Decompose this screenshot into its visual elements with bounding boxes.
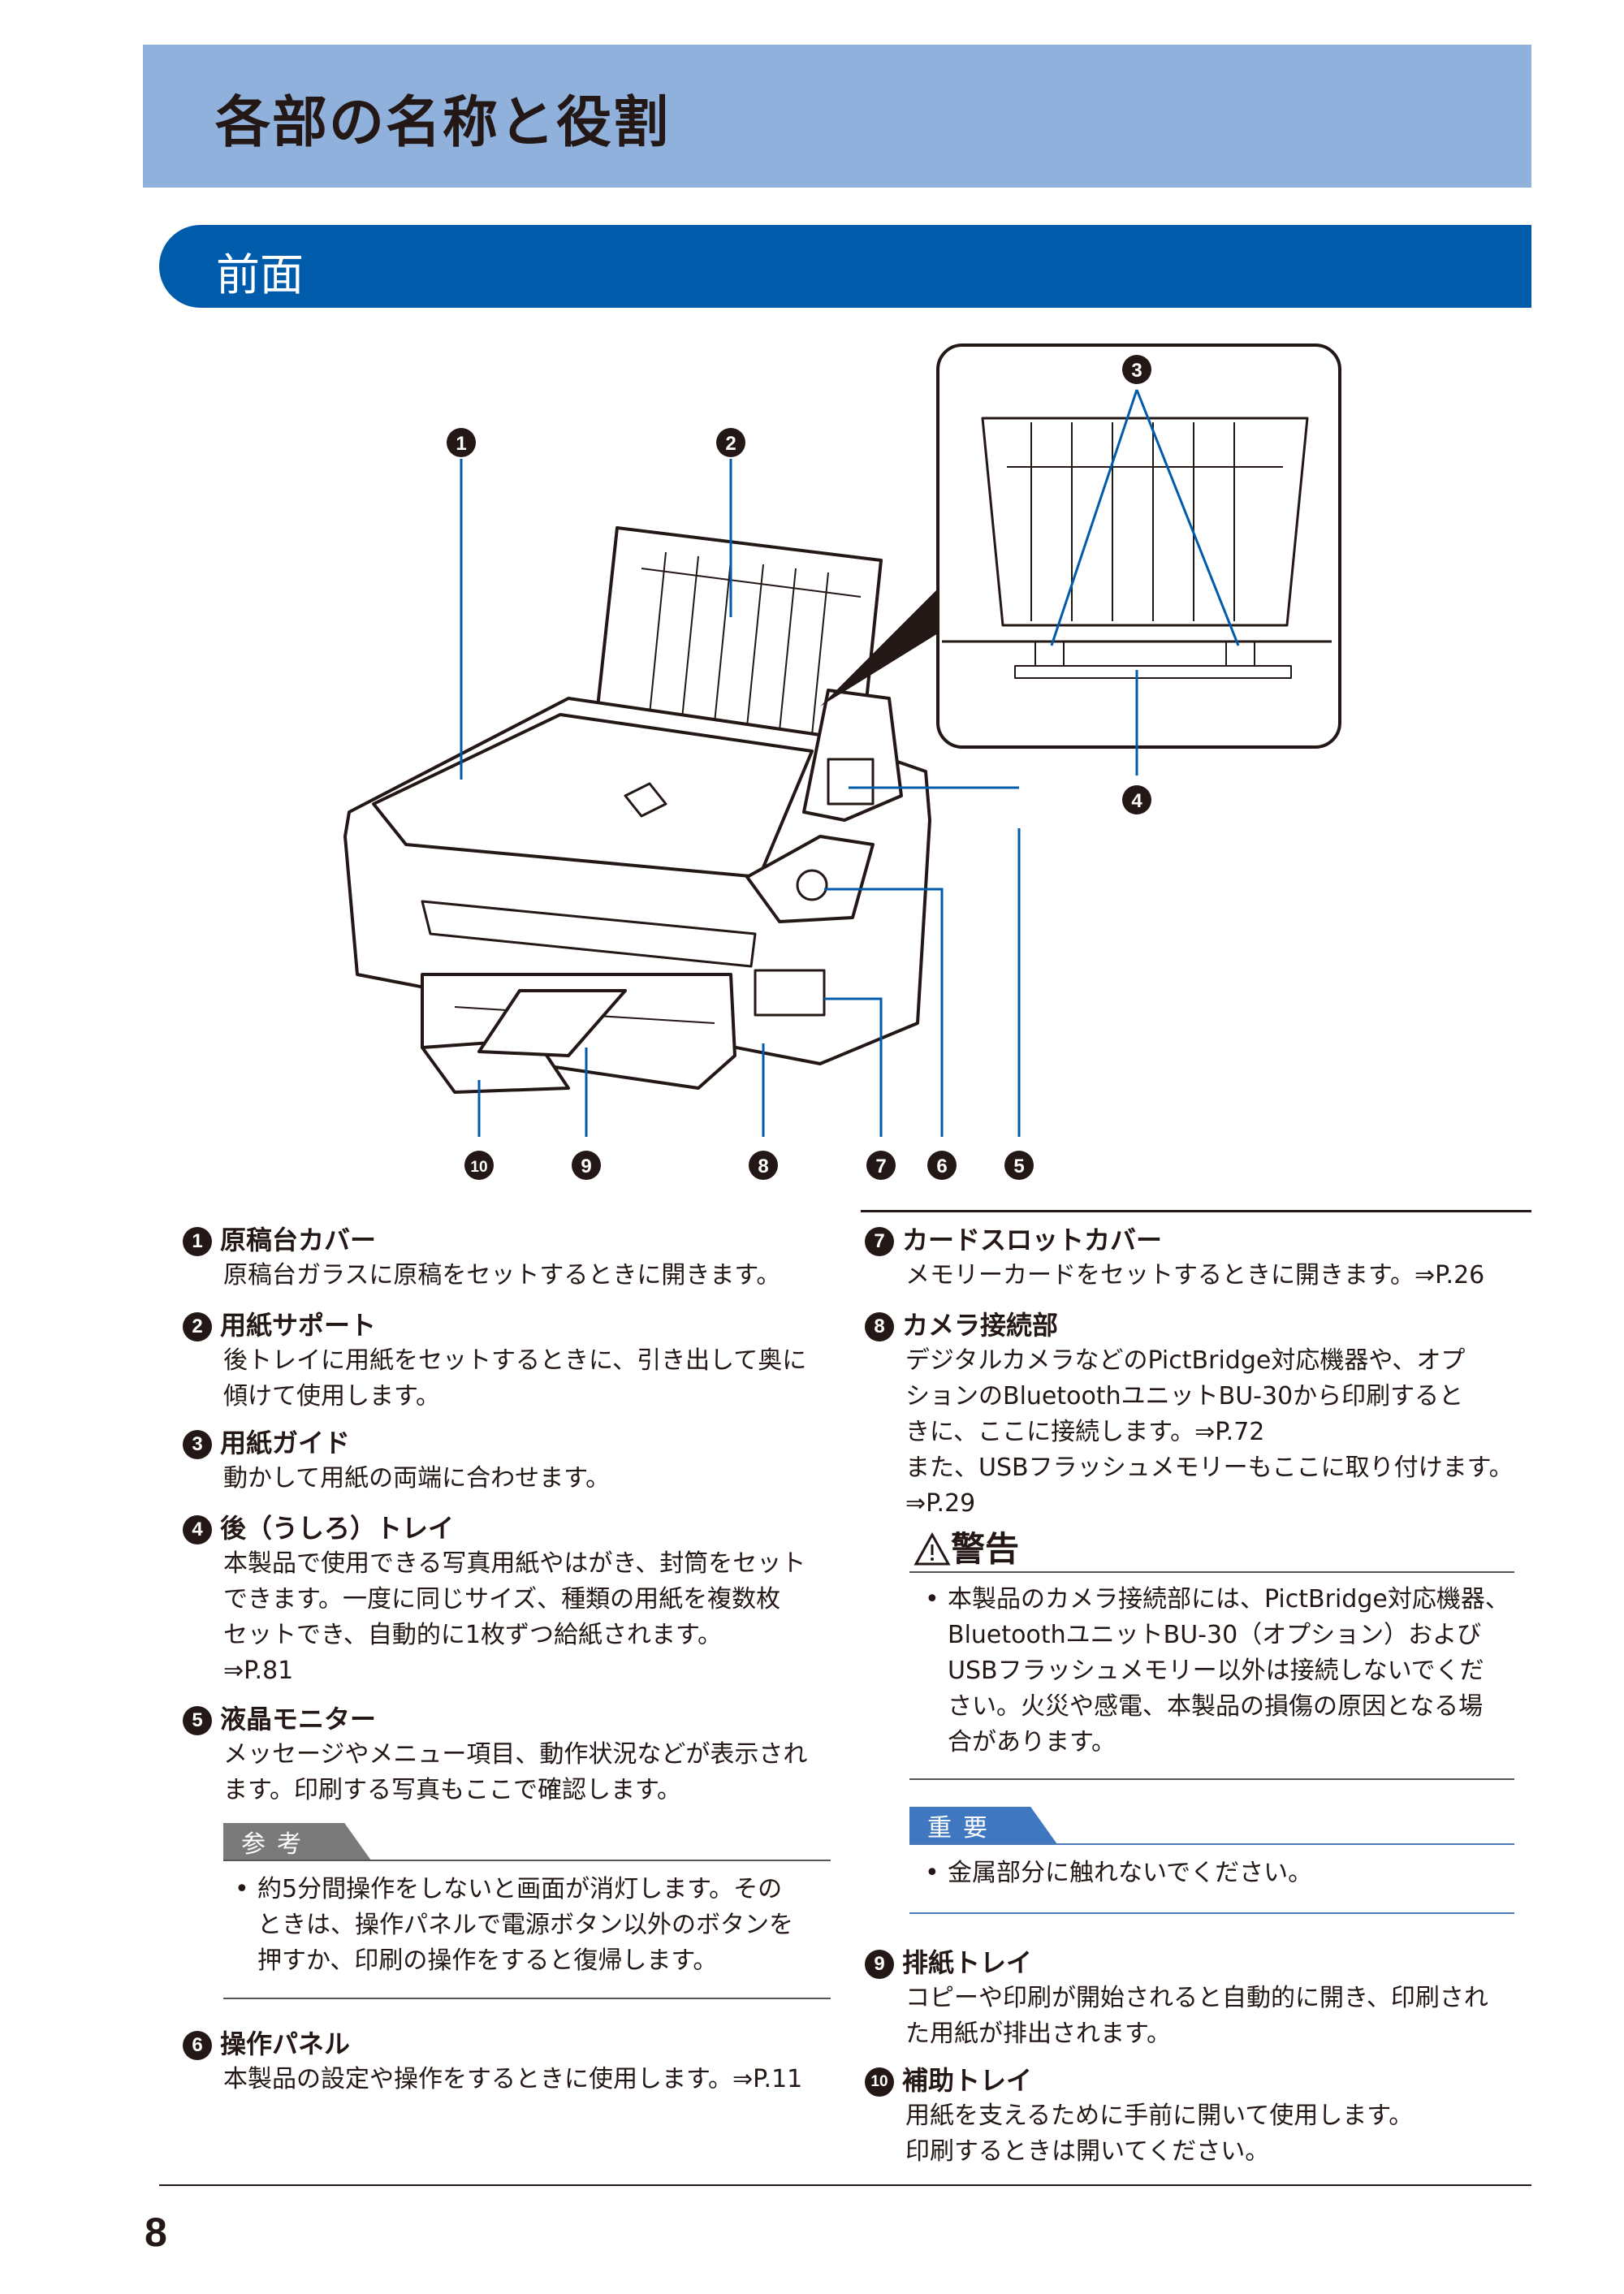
top-divider [861,1210,1531,1212]
item-number-badge: 6 [183,2031,212,2060]
page-title-band [143,45,1531,188]
svg-text:9: 9 [581,1156,591,1177]
svg-text:7: 7 [875,1156,886,1177]
svg-text:8: 8 [758,1156,768,1177]
callout-6: 6 [927,1151,957,1180]
svg-text:1: 1 [456,433,466,455]
item-number-badge: 7 [865,1227,894,1256]
printer-illustration: 1 2 3 4 5 6 7 8 9 10 [343,343,1341,1180]
callout-7: 7 [866,1151,896,1180]
warning-bullet: 本製品のカメラ接続部には、PictBridge対応機器、Bluetoothユニッ… [914,1582,1548,1760]
item-title: カメラ接続部 [902,1310,1059,1341]
item-2: 2 用紙サポート 後トレイに用紙をセットするときに、引き出して奥に傾けて使用します… [183,1307,849,1415]
note-top-rule [223,1860,831,1861]
item-desc: メッセージやメニュー項目、動作状況などが表示されます。印刷する写真もここで確認し… [223,1740,808,1804]
svg-text:5: 5 [1013,1156,1024,1177]
important-bullet: 金属部分に触れないでください。 [914,1856,1548,1891]
page-number: 8 [145,2210,167,2255]
section-band [159,225,1531,308]
item-number-badge: 3 [183,1430,212,1459]
item-number-badge: 2 [183,1312,212,1341]
svg-text:3: 3 [1131,360,1142,382]
callout-8: 8 [749,1151,778,1180]
item-title: 原稿台カバー [220,1225,377,1255]
warning-top-rule [909,1571,1514,1573]
callout-2: 2 [716,428,745,457]
item-8: 8 カメラ接続部 デジタルカメラなどのPictBridge対応機器や、オプションの… [865,1307,1539,1522]
item-9: 9 排紙トレイ コピーや印刷が開始されると自動的に開き、印刷された用紙が排出されま… [865,1945,1539,2052]
item-4: 4 後（うしろ）トレイ 本製品で使用できる写真用紙やはがき、封筒をセットできます。… [183,1510,849,1689]
callout-1: 1 [447,428,476,457]
item-10: 10 補助トレイ 用紙を支えるために手前に開いて使用します。印刷するときは開いてく… [865,2063,1539,2170]
warning-label: 警告 [951,1529,1020,1569]
item-title: 液晶モニター [220,1704,377,1735]
important-bottom-rule [909,1912,1514,1914]
item-desc: 動かして用紙の両端に合わせます。 [223,1464,611,1493]
item-title: 後（うしろ）トレイ [220,1513,455,1544]
warning-bottom-rule [909,1778,1514,1780]
page-title: 各部の名称と役割 [215,91,671,155]
item-5: 5 液晶モニター メッセージやメニュー項目、動作状況などが表示されます。印刷する写… [183,1701,849,1808]
svg-text:10: 10 [470,1159,487,1176]
callout-10: 10 [464,1151,494,1180]
warning-triangle-icon [914,1532,951,1566]
item-desc: 後トレイに用紙をセットするときに、引き出して奥に傾けて使用します。 [223,1346,807,1411]
item-number-badge: 4 [183,1515,212,1544]
item-desc: メモリーカードをセットするときに開きます。⇒P.26 [905,1261,1485,1290]
note-bullet: 約5分間操作をしないと画面が消灯します。そのときは、操作パネルで電源ボタン以外の… [223,1872,858,1979]
item-7: 7 カードスロットカバー メモリーカードをセットするときに開きます。⇒P.26 [865,1222,1539,1294]
item-number-badge: 1 [183,1227,212,1256]
important-label: 重要 [909,1807,1057,1844]
item-number-badge: 5 [183,1706,212,1735]
section-title: 前面 [216,249,304,300]
item-desc: 本製品で使用できる写真用紙やはがき、封筒をセットできます。一度に同じサイズ、種類… [223,1549,806,1685]
svg-text:4: 4 [1131,790,1142,812]
item-desc: 原稿台ガラスに原稿をセットするときに開きます。 [223,1261,781,1290]
item-number-badge: 9 [865,1950,894,1979]
callout-9: 9 [572,1151,601,1180]
svg-text:2: 2 [725,433,736,455]
item-number-badge: 8 [865,1312,894,1341]
item-desc: 用紙を支えるために手前に開いて使用します。印刷するときは開いてください。 [905,2102,1414,2166]
item-title: 操作パネル [220,2028,351,2059]
important-top-rule [909,1843,1514,1845]
item-title: 補助トレイ [902,2065,1033,2096]
note-bottom-rule [223,1998,831,1999]
item-title: 排紙トレイ [902,1947,1033,1978]
item-3: 3 用紙ガイド 動かして用紙の両端に合わせます。 [183,1425,849,1497]
item-number-badge: 10 [865,2067,894,2097]
item-desc: コピーや印刷が開始されると自動的に開き、印刷された用紙が排出されます。 [905,1984,1488,2048]
svg-text:6: 6 [936,1156,947,1177]
note-label: 参考 [223,1823,371,1860]
footer-rule [159,2184,1531,2186]
callout-3: 3 [1122,355,1151,384]
item-desc: 本製品の設定や操作をするときに使用します。⇒P.11 [223,2065,803,2093]
item-title: 用紙ガイド [220,1428,351,1458]
inset-frame [936,343,1341,749]
document-cover [372,713,814,879]
item-desc: デジタルカメラなどのPictBridge対応機器や、オプションのBluetoot… [905,1346,1514,1518]
callout-5: 5 [1004,1151,1034,1180]
callout-4: 4 [1122,785,1151,814]
item-1: 1 原稿台カバー 原稿台ガラスに原稿をセットするときに開きます。 [183,1222,849,1294]
item-title: カードスロットカバー [902,1225,1163,1255]
item-title: 用紙サポート [220,1310,377,1341]
item-6: 6 操作パネル 本製品の設定や操作をするときに使用します。⇒P.11 [183,2026,849,2097]
warning-heading: 警告 [914,1527,1019,1572]
